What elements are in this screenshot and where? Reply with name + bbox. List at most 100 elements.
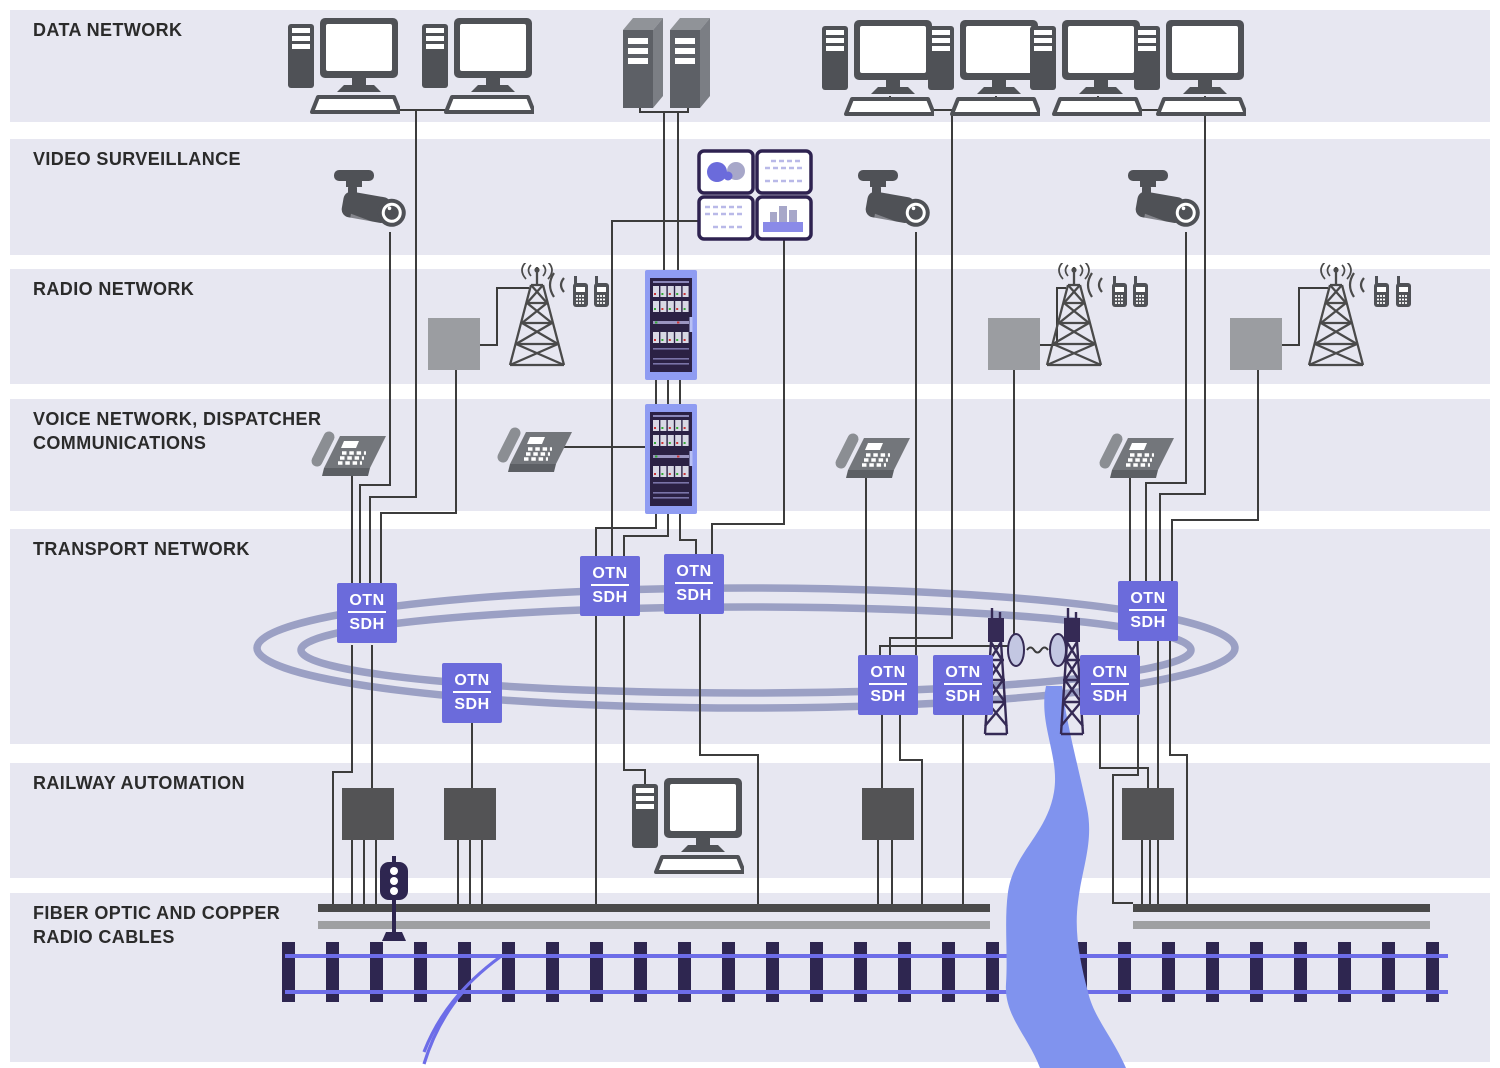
desktop-pc-icon <box>1134 20 1246 116</box>
desktop-pc-icon <box>822 20 934 116</box>
band-label: VOICE NETWORK, DISPATCHER COMMUNICATIONS <box>33 409 322 454</box>
radio-waves-icon <box>1086 272 1104 299</box>
band-label: RADIO NETWORK <box>33 279 195 299</box>
otn-sdh-node-7: OTN SDH <box>1080 655 1140 715</box>
sdh-label: SDH <box>945 688 981 705</box>
otn-sdh-node-2: OTN SDH <box>442 663 502 723</box>
wire-basestation-2 <box>879 287 1066 657</box>
cctv-camera-icon <box>332 170 410 235</box>
transport-ring <box>253 584 1239 712</box>
otn-sdh-node-8: OTN SDH <box>1118 581 1178 641</box>
wire-basestation-1 <box>380 287 529 585</box>
microwave-crossing <box>983 608 1085 736</box>
radio-tower-icon <box>1307 263 1365 367</box>
band-transport-network: TRANSPORT NETWORK <box>10 529 1490 744</box>
automation-controller-icon <box>342 788 394 840</box>
otn-label: OTN <box>675 563 713 584</box>
handset-icon <box>1374 276 1390 308</box>
branch-rail-1 <box>422 955 501 1053</box>
desktop-pc-icon <box>288 18 400 114</box>
fiber-cable-left <box>318 904 990 912</box>
radio-tower-icon <box>1045 263 1103 367</box>
otn-label: OTN <box>591 565 629 586</box>
wire-basestation-3 <box>1171 287 1328 583</box>
equipment-rack-icon <box>645 404 697 514</box>
wire-otn-d-down <box>699 614 759 908</box>
equipment-rack-icon <box>645 270 697 380</box>
automation-controller-icon <box>444 788 496 840</box>
branch-rail-2 <box>422 991 464 1065</box>
wire-camera-3 <box>1145 232 1187 583</box>
wire-rack1-rack2 <box>655 378 681 406</box>
microwave-dish-icon <box>1049 633 1067 667</box>
otn-sdh-node-6: OTN SDH <box>933 655 993 715</box>
sdh-label: SDH <box>676 587 712 604</box>
band-voice-network: VOICE NETWORK, DISPATCHER COMMUNICATIONS <box>10 399 1490 511</box>
handset-icon <box>1396 276 1412 308</box>
wire-pc-group-3 <box>1097 96 1206 583</box>
radio-tower-icon <box>508 263 566 367</box>
wire-autobox-3 <box>877 840 893 908</box>
desktop-pc-icon <box>422 18 534 114</box>
otn-label: OTN <box>944 664 982 685</box>
copper-cable-right <box>1133 921 1430 929</box>
handset-icon <box>594 276 610 308</box>
river <box>1005 686 1126 1068</box>
otn-label: OTN <box>1091 664 1129 685</box>
otn-sdh-node-4: OTN SDH <box>664 554 724 614</box>
railway-track <box>282 942 1448 1065</box>
microwave-link-wave <box>1026 646 1049 654</box>
handset-icon <box>573 276 589 308</box>
wire-pc-group-2 <box>889 96 997 657</box>
automation-workstation-icon <box>632 778 744 874</box>
radio-waves-icon <box>1348 272 1366 299</box>
copper-cable-left <box>318 921 990 929</box>
desk-phone-icon <box>1105 438 1174 478</box>
otn-label: OTN <box>453 672 491 693</box>
otn-sdh-node-5: OTN SDH <box>858 655 918 715</box>
sdh-label: SDH <box>1092 688 1128 705</box>
radio-waves-icon <box>548 272 566 299</box>
video-wall-icon <box>697 149 813 241</box>
otn-sdh-node-1: OTN SDH <box>337 583 397 643</box>
server-icon <box>623 18 710 108</box>
sdh-label: SDH <box>1130 614 1166 631</box>
wire-servers <box>639 104 689 271</box>
otn-label: OTN <box>1129 590 1167 611</box>
base-station-icon <box>988 318 1040 370</box>
wire-otn-c-down <box>595 616 646 908</box>
automation-controller-icon <box>1122 788 1174 840</box>
base-station-icon <box>1230 318 1282 370</box>
wire-autobox-2 <box>457 840 483 908</box>
wire-otn-h-down <box>1112 641 1188 908</box>
band-label: TRANSPORT NETWORK <box>33 539 250 559</box>
otn-sdh-node-3: OTN SDH <box>580 556 640 616</box>
cable-runs <box>318 904 1430 929</box>
cctv-camera-icon <box>1126 170 1204 235</box>
sdh-label: SDH <box>592 589 628 606</box>
band-railway-automation: RAILWAY AUTOMATION <box>10 763 1490 878</box>
band-label: FIBER OPTIC AND COPPER RADIO CABLES <box>33 903 281 948</box>
wire-videowall-left <box>611 220 699 558</box>
desktop-pc-icon <box>1030 20 1142 116</box>
otn-label: OTN <box>348 592 386 613</box>
desk-phone-icon <box>317 436 386 476</box>
band-label: VIDEO SURVEILLANCE <box>33 149 241 169</box>
wire-autobox-1 <box>351 840 377 908</box>
sdh-label: SDH <box>349 616 385 633</box>
microwave-dish-icon <box>1007 633 1025 667</box>
wire-videowall-right <box>711 236 785 556</box>
traffic-light-icon <box>380 856 408 941</box>
band-label: DATA NETWORK <box>33 20 183 40</box>
fiber-cable-right <box>1133 904 1430 912</box>
desktop-pc-icon <box>928 20 1040 116</box>
wire-rack2-otn <box>595 512 697 558</box>
desk-phone-icon <box>841 438 910 478</box>
otn-label: OTN <box>869 664 907 685</box>
wire-otn-e-down <box>881 715 923 908</box>
sdh-label: SDH <box>454 696 490 713</box>
sdh-label: SDH <box>870 688 906 705</box>
automation-controller-icon <box>862 788 914 840</box>
